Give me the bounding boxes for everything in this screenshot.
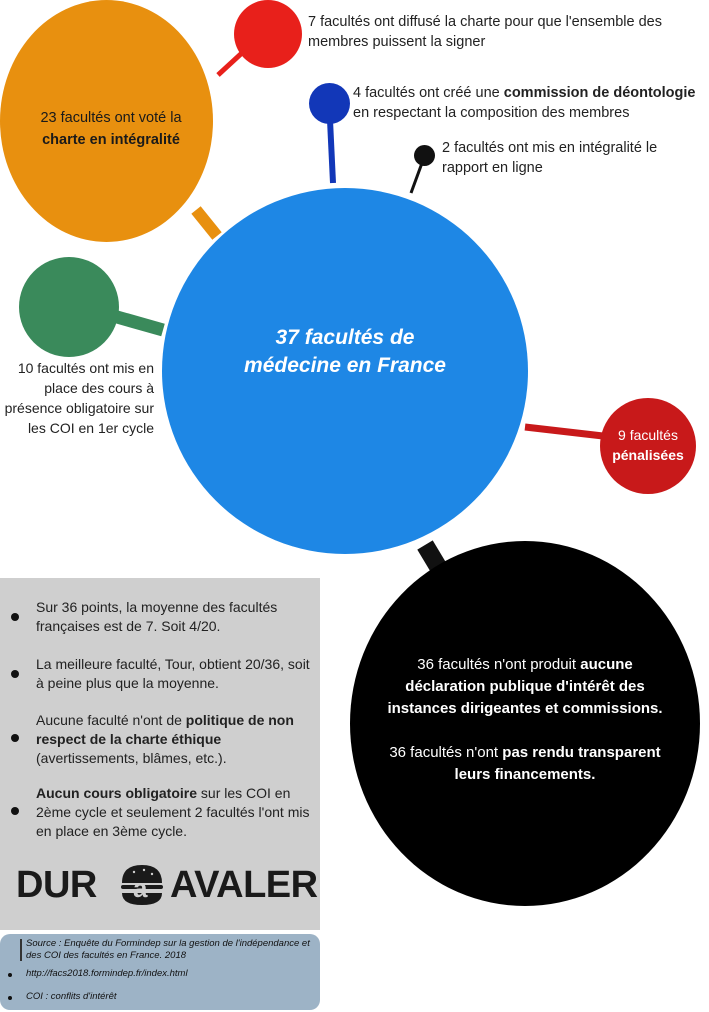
connector-charte-votee: [191, 206, 222, 240]
source-note: COI : conflits d'intérêt: [26, 991, 117, 1002]
rapport-label: 2 facultés ont mis en intégralité le rap…: [442, 140, 658, 176]
charte-votee-label: 23 facultés ont voté la charte en intégr…: [40, 110, 182, 148]
charte-diffusee-label: 7 facultés ont diffusé la charte pour qu…: [308, 14, 662, 50]
cours-label: 10 facultés ont mis en place des cours à…: [4, 360, 154, 436]
charte-diffusee-circle: [234, 0, 302, 68]
dur-a-avaler-logo: DUR a AVALER: [16, 862, 318, 908]
hub-label: 37 facultés de médecine en France: [244, 326, 446, 377]
bullet-dot-icon: [11, 670, 19, 678]
charte-votee-circle: [0, 0, 213, 242]
bullet-dot-icon: [11, 613, 19, 621]
source-panel: [0, 934, 320, 1010]
rapport-circle: [414, 145, 435, 166]
hub-circle: [162, 188, 528, 554]
connector-penalisees: [524, 423, 604, 440]
connector-rapport: [409, 162, 424, 194]
source-link[interactable]: http://facs2018.formindep.fr/index.html: [26, 968, 188, 979]
burger-icon: [121, 865, 163, 905]
logo-text-avaler: AVALER: [170, 864, 318, 906]
logo-text-dur: DUR: [16, 864, 97, 906]
connector-cours: [108, 308, 165, 337]
logo-text-a: a: [133, 873, 147, 903]
connector-charte-diffusee: [216, 50, 245, 77]
bullet-dot-icon: [8, 973, 12, 977]
connector-commission: [327, 119, 336, 184]
commission-circle: [309, 83, 350, 124]
bullet-dot-icon: [11, 734, 19, 742]
bullet-dot-icon: [8, 996, 12, 1000]
penalisees-label: 9 facultés pénalisées: [612, 427, 684, 463]
source-divider: [20, 939, 22, 961]
cours-circle: [19, 257, 119, 357]
penalisees-circle: [600, 398, 696, 494]
bullet-dot-icon: [11, 807, 19, 815]
commission-label: 4 facultés ont créé une commission de dé…: [353, 85, 696, 121]
declaration-circle: [350, 541, 700, 906]
declaration-label: 36 facultés n'ont produit aucune déclara…: [387, 656, 663, 783]
source-text: Source : Enquête du Formindep sur la ges…: [26, 938, 310, 961]
facts-panel: [0, 578, 320, 930]
